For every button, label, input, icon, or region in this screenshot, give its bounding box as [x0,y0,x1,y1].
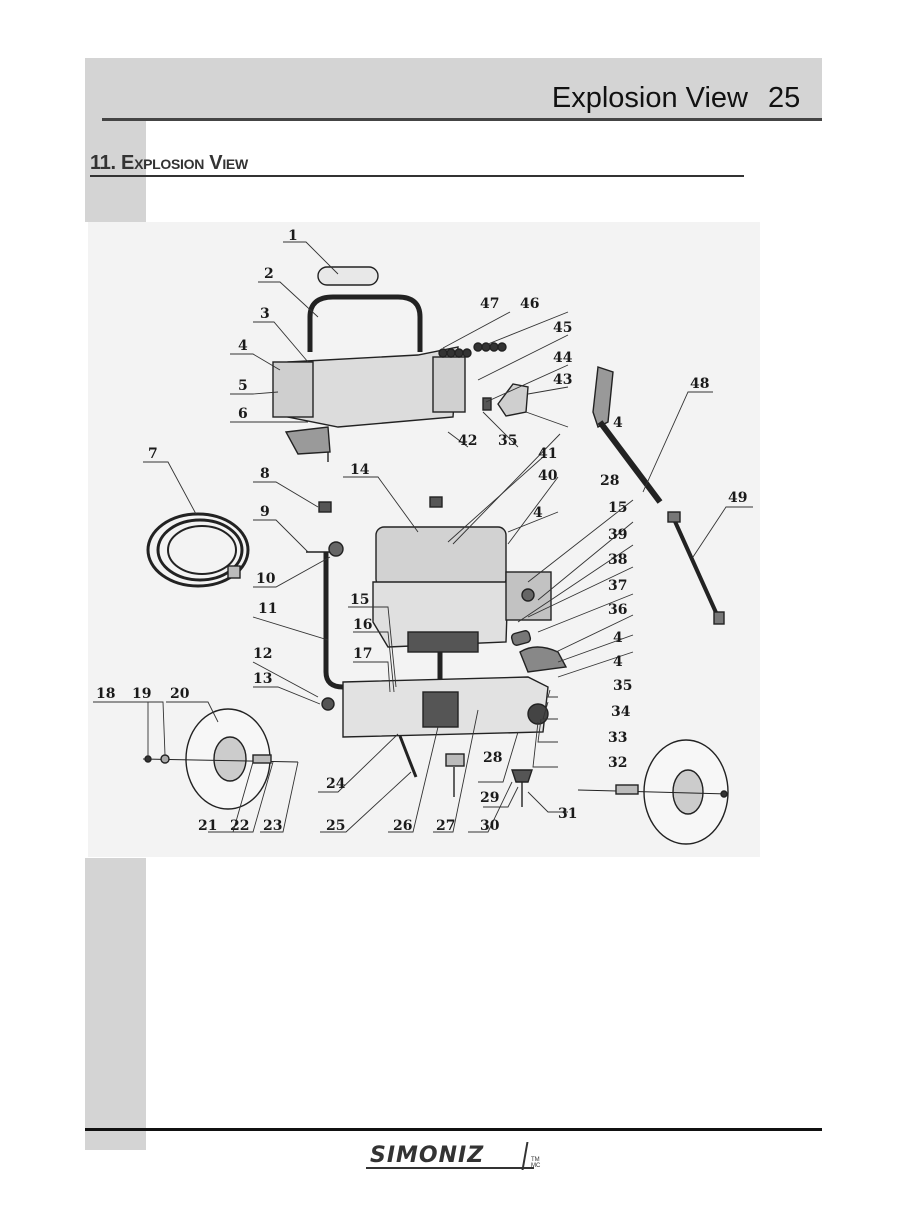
callout-30: 30 [480,818,500,834]
tray-part [284,426,331,455]
callout-19: 19 [132,686,151,702]
handle-frame-part [307,294,423,352]
callout-12: 12 [253,646,272,662]
callout-41: 41 [538,446,557,462]
page-number: 25 [768,82,801,114]
callout-4-engine: 4 [533,505,543,521]
callout-15: 15 [350,592,369,608]
callout-20: 20 [170,686,190,702]
header-rule [102,118,822,121]
callout-26: 26 [393,818,412,834]
spray-gun-part [592,366,614,428]
callout-33: 33 [608,730,627,746]
callout-22: 22 [230,818,249,834]
hose-coil-part [146,512,250,588]
callout-48: 48 [690,376,709,392]
callout-31: 31 [558,806,577,822]
explosion-diagram: 1 2 3 4 5 6 7 8 9 10 11 12 13 14 15 16 1… [88,222,760,857]
callout-2: 2 [264,266,274,282]
callout-34: 34 [611,704,631,720]
engine-part [375,526,507,588]
callout-13: 13 [253,671,272,687]
callout-25: 25 [326,818,345,834]
callout-6: 6 [238,406,248,422]
footer-rule [85,1128,822,1131]
callout-36: 36 [608,602,627,618]
section-rule [90,175,744,177]
callout-16: 16 [353,617,372,633]
callout-7: 7 [148,446,158,462]
handle-grip-part [317,266,379,286]
callout-8: 8 [260,466,270,482]
callout-10: 10 [256,571,276,587]
callout-23: 23 [263,818,282,834]
callout-21: 21 [198,818,217,834]
panel-end-part [432,356,466,413]
callout-24: 24 [326,776,346,792]
explosion-diagram-drawing: 1 2 3 4 5 6 7 8 9 10 11 12 13 14 15 16 1… [93,228,753,845]
brand-tm-text: TM [531,1157,540,1163]
callout-4-gun: 4 [613,415,623,431]
brand-trademark: TM MC [531,1157,540,1169]
page-header-title: Explosion View [551,82,748,114]
header-band [85,58,822,120]
callout-42: 42 [458,433,477,449]
callout-5: 5 [238,378,248,394]
callout-9: 9 [260,504,270,520]
callout-44: 44 [553,350,573,366]
brand-slash [521,1142,529,1170]
callout-27: 27 [436,818,455,834]
brand-logo: SIMONIZ [370,1143,485,1168]
gun-holder-part [497,383,529,417]
callout-38: 38 [608,552,627,568]
knob-part [328,541,344,557]
callout-47: 47 [480,296,499,312]
callout-3: 3 [260,306,270,322]
margin-strip-top [85,120,146,222]
leader-lines [93,241,753,833]
margin-strip-bottom [85,858,146,1150]
callout-35: 35 [613,678,632,694]
callout-32: 32 [608,755,627,771]
callout-40: 40 [538,468,558,484]
callout-4-pump-a: 4 [613,630,623,646]
callout-46: 46 [520,296,539,312]
callout-43: 43 [553,372,572,388]
callout-14: 14 [350,462,370,478]
callout-45: 45 [553,320,572,336]
panel-bracket-part [272,361,314,418]
callout-39: 39 [608,527,627,543]
callout-37: 37 [608,578,627,594]
callout-15-right: 15 [608,500,627,516]
callout-35-upper: 35 [498,433,517,449]
callout-28-upper: 28 [600,473,619,489]
pump-part [422,691,459,728]
section-title: 11. Explosion View [90,152,248,174]
callout-49: 49 [728,490,747,506]
callout-29: 29 [480,790,499,806]
callout-18: 18 [96,686,115,702]
callout-1: 1 [288,228,298,244]
callout-28-lower: 28 [483,750,502,766]
callout-4: 4 [238,338,248,354]
callout-4-pump-b: 4 [613,654,623,670]
callout-17: 17 [353,646,372,662]
brand-mc-text: MC [531,1163,541,1169]
brand-underline [366,1167,534,1169]
callout-11: 11 [258,601,277,617]
lance-part [671,516,720,618]
